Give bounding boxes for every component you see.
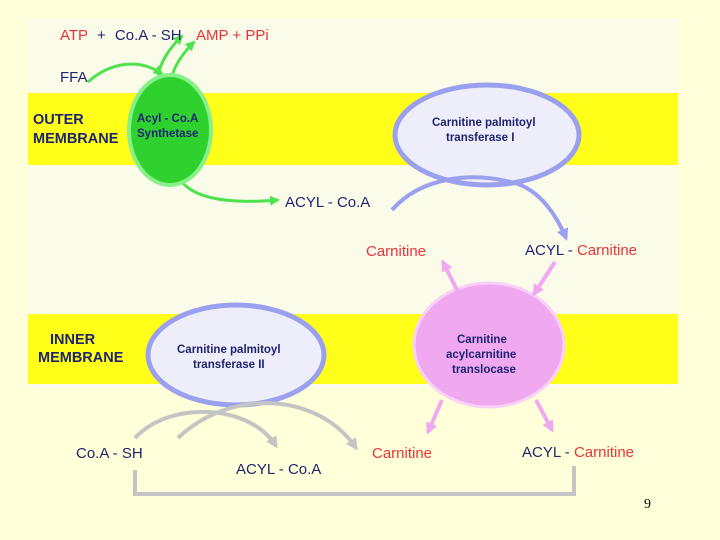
amp-out-arrow: [170, 40, 196, 77]
carnitine-out-arrow: [441, 259, 460, 293]
return-loop-line: [133, 466, 576, 496]
coa-to-acyl-coa-arrow: [133, 409, 278, 449]
acyl-coa-synthetase: [127, 73, 213, 187]
translocase-label-2: acylcarnitine: [446, 349, 516, 361]
top-products-text: AMP + PPi: [196, 27, 269, 44]
inner-membrane-band: [28, 314, 678, 384]
matrix-carnitine-text: Carnitine: [372, 445, 432, 462]
cpt2-label-2: transferase II: [193, 359, 265, 371]
translocase-label-1: Carnitine: [457, 334, 507, 346]
synthetase-label-2: Synthetase: [137, 128, 198, 140]
to-carnitine-arrow: [176, 401, 358, 451]
page-number: 9: [644, 497, 651, 512]
acylcarnitine-out-arrow: [534, 399, 554, 433]
translocase-label-3: translocase: [452, 364, 516, 376]
inner-membrane-label-1: INNER: [50, 332, 96, 348]
translocase-ellipse: [412, 281, 566, 409]
cpt1-ellipse: [392, 82, 582, 188]
matrix-acyl-carnitine-text: ACYL - Carnitine: [522, 444, 634, 461]
acyl-carnitine-text-upper: ACYL - Carnitine: [525, 242, 637, 259]
acylcarnitine-in-arrow: [532, 260, 557, 297]
matrix-acyl-coa-text: ACYL - Co.A: [236, 461, 321, 478]
carnitine-in-arrow: [426, 399, 444, 435]
cpt1-arc-arrow: [390, 175, 569, 241]
outer-membrane-label-2: MEMBRANE: [33, 131, 119, 147]
inner-membrane-label-2: MEMBRANE: [38, 350, 124, 366]
coa-in-arrow: [156, 34, 184, 79]
matrix-coa-sh-text: Co.A - SH: [76, 445, 143, 462]
carnitine-text-upper: Carnitine: [366, 243, 426, 260]
ffa-text: FFA: [60, 69, 88, 86]
synthetase-label-1: Acyl - Co.A: [137, 113, 198, 125]
top-reaction-left: ATP + Co.A - SH: [60, 27, 182, 44]
cpt1-label-2: transferase I: [446, 132, 514, 144]
outer-membrane-label-1: OUTER: [33, 112, 84, 128]
ffa-in-arrow: [86, 62, 164, 84]
cpt2-label-1: Carnitine palmitoyl: [177, 344, 281, 356]
acyl-coa-text: ACYL - Co.A: [285, 194, 370, 211]
cpt1-label-1: Carnitine palmitoyl: [432, 117, 536, 129]
